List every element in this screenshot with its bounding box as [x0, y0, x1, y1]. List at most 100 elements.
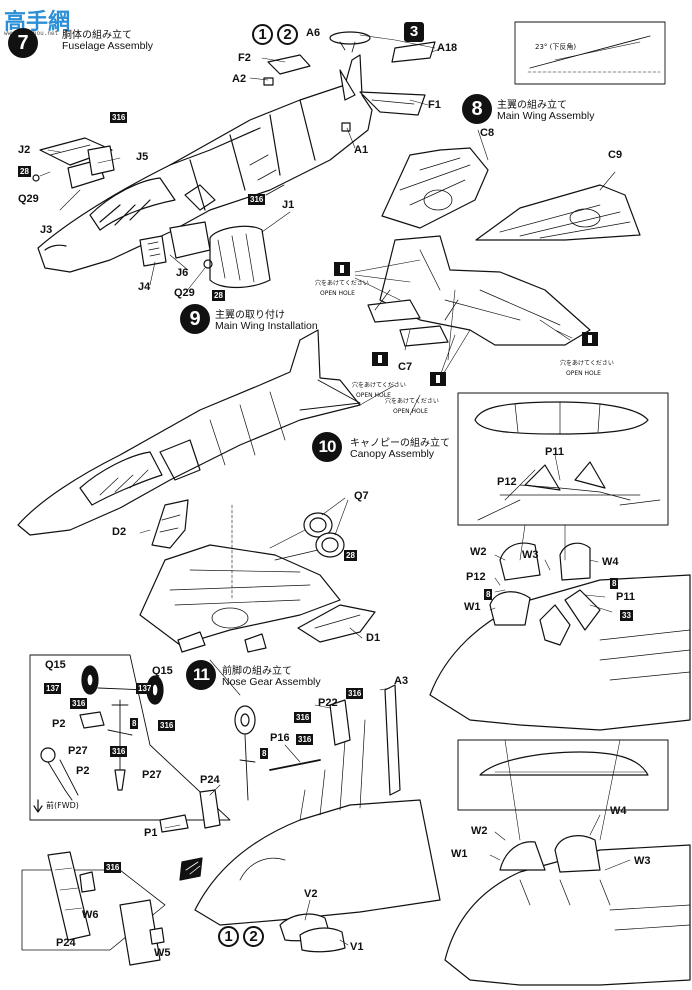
part-label-d1: D1	[366, 632, 381, 644]
part-label-p12-lower: P12	[466, 571, 486, 583]
step-8-circle: 8	[462, 94, 492, 124]
open-hole-note-2-jp: 穴をあけてください	[560, 360, 614, 367]
step-10-title-en: Canopy Assembly	[350, 448, 435, 460]
glue-badge-316-h: 316	[296, 734, 314, 745]
step-10-circle: 10	[312, 432, 342, 462]
dihedral-angle-note: 23° (下反角)	[535, 43, 577, 51]
open-hole-icon-4	[430, 372, 446, 386]
paint-badge-137-b: 137	[136, 683, 154, 694]
part-label-p24-lower: P24	[56, 937, 76, 949]
open-hole-note-1-jp: 穴をあけてください	[315, 280, 369, 287]
part-label-j5: J5	[136, 151, 149, 163]
variant-mark-2-lower: 2	[243, 926, 264, 947]
variant-mark-1: 1	[252, 24, 273, 45]
step-11-circle: 11	[186, 660, 216, 690]
part-label-w4: W4	[602, 556, 619, 568]
part-label-j4: J4	[138, 281, 151, 293]
glue-badge-316-d: 316	[158, 720, 176, 731]
glue-badge-316-i: 316	[104, 862, 122, 873]
part-label-q29: Q29	[18, 193, 39, 205]
part-label-w3: W3	[522, 549, 539, 561]
part-label-p22: P22	[318, 697, 338, 709]
open-hole-note-3-en: OPEN HOLE	[356, 392, 391, 399]
part-label-d2: D2	[112, 526, 127, 538]
part-label-p27: P27	[68, 745, 88, 757]
open-hole-note-3-jp: 穴をあけてください	[352, 382, 406, 389]
open-hole-note-4-jp: 穴をあけてください	[385, 398, 439, 405]
part-label-f2: F2	[238, 52, 251, 64]
paint-badge-33: 33	[620, 610, 633, 621]
part-label-p1: P1	[144, 827, 158, 839]
fuselage-drawing	[32, 21, 666, 293]
part-label-c7: C7	[398, 361, 413, 373]
part-label-p12: P12	[497, 476, 517, 488]
open-hole-icon-3	[372, 352, 388, 366]
part-label-p16: P16	[270, 732, 290, 744]
part-label-p24: P24	[200, 774, 220, 786]
part-label-w2-lower: W2	[471, 825, 488, 837]
part-label-j3: J3	[40, 224, 53, 236]
glue-badge-316-f: 316	[346, 688, 364, 699]
part-label-w2: W2	[470, 546, 487, 558]
part-label-c9: C9	[608, 149, 623, 161]
main-wing-drawing	[354, 129, 641, 377]
paint-badge-8-c: 8	[130, 718, 139, 729]
part-label-p27-lower: P27	[142, 769, 162, 781]
step-9-title-jp: 主翼の取り付け	[215, 310, 285, 321]
step-7-title-en: Fuselage Assembly	[62, 40, 154, 52]
open-hole-note-1-en: OPEN HOLE	[320, 290, 355, 297]
paint-badge-137-a: 137	[44, 683, 62, 694]
part-label-a18: A18	[437, 42, 458, 54]
part-label-w3-lower: W3	[634, 855, 651, 867]
glue-badge-316-b: 316	[248, 194, 266, 205]
step-11-title-jp: 前脚の組み立て	[222, 666, 292, 677]
part-label-v1: V1	[350, 941, 364, 953]
glue-badge-316-g: 316	[294, 712, 312, 723]
wing-installation-drawing	[17, 329, 421, 653]
paint-badge-28-b: 28	[212, 290, 225, 301]
part-label-a1: A1	[354, 144, 369, 156]
glue-badge-316-e: 316	[110, 746, 128, 757]
part-label-w4-lower: W4	[610, 805, 627, 817]
part-label-q29-lower: Q29	[174, 287, 195, 299]
paint-badge-28-a: 28	[18, 166, 31, 177]
open-hole-icon-1	[334, 262, 350, 276]
part-label-p2: P2	[52, 718, 66, 730]
variant-mark-3: 3	[404, 22, 424, 42]
step-9-title-en: Main Wing Installation	[215, 320, 318, 332]
part-label-q7: Q7	[354, 490, 369, 502]
part-label-a3: A3	[394, 675, 409, 687]
part-label-v2: V2	[304, 888, 318, 900]
part-label-j2: J2	[18, 144, 31, 156]
part-label-q15-right: Q15	[152, 665, 173, 677]
glue-badge-316-a: 316	[110, 112, 128, 123]
step-10-title-jp: キャノピーの組み立て	[350, 438, 450, 449]
part-label-q15: Q15	[45, 659, 66, 671]
part-label-f1: F1	[428, 99, 441, 111]
paint-badge-8-b: 8	[484, 589, 493, 600]
canopy-drawing	[429, 392, 691, 731]
paint-badge-8-d: 8	[260, 748, 269, 759]
variant-mark-1-lower: 1	[218, 926, 239, 947]
step-9-circle: 9	[180, 304, 210, 334]
glue-badge-316-c: 316	[70, 698, 88, 709]
open-hole-note-2-en: OPEN HOLE	[566, 370, 601, 377]
part-label-w5: W5	[154, 947, 171, 959]
variant-mark-2: 2	[277, 24, 298, 45]
open-hole-icon-2	[582, 332, 598, 346]
step-7-title-jp: 胴体の組み立て	[62, 30, 132, 41]
part-label-w6: W6	[82, 909, 99, 921]
part-label-c8: C8	[480, 127, 495, 139]
part-label-p2-lower: P2	[76, 765, 90, 777]
step-8-title-en: Main Wing Assembly	[497, 110, 595, 122]
part-label-p11: P11	[545, 446, 564, 458]
step-11-title-en: Nose Gear Assembly	[222, 676, 321, 688]
open-hole-note-4-en: OPEN HOLE	[393, 408, 428, 415]
paint-badge-8-a: 8	[610, 578, 619, 589]
part-label-a2: A2	[232, 73, 247, 85]
nose-gear-drawing	[21, 654, 691, 986]
part-label-a6: A6	[306, 27, 321, 39]
part-label-w1: W1	[464, 601, 481, 613]
